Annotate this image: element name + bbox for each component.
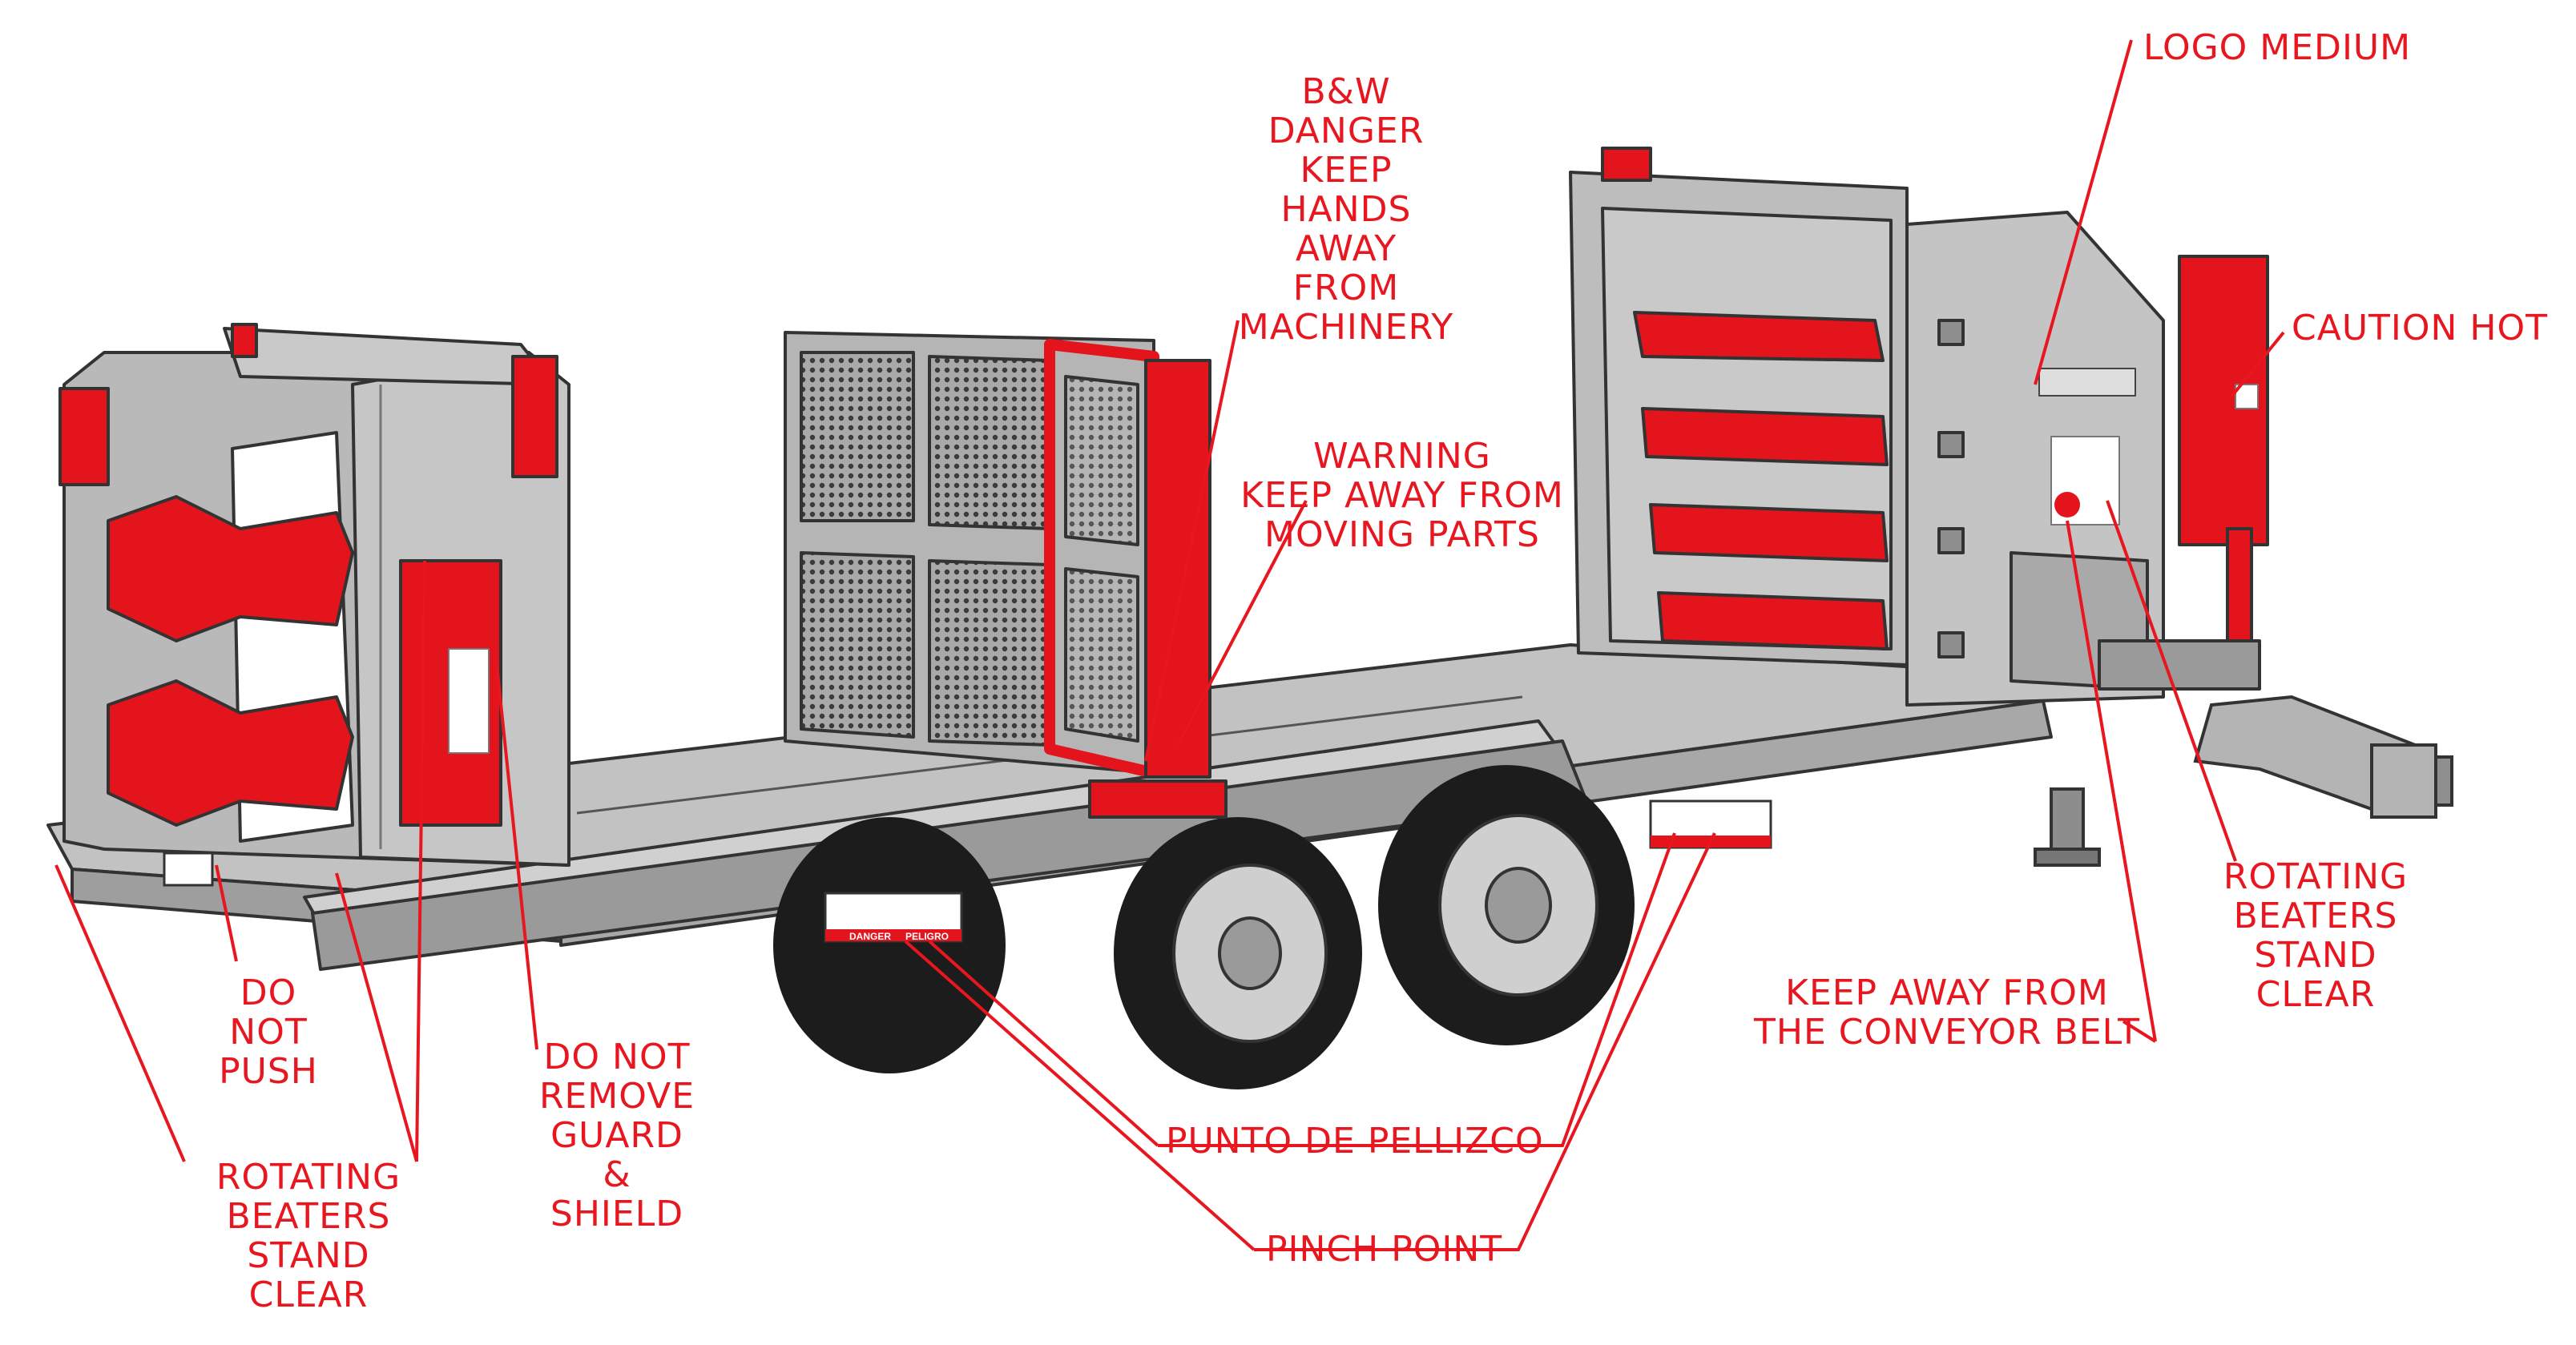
- label-line: THE CONVEYOR BELT: [1754, 1012, 2140, 1053]
- label-line: REMOVE: [538, 1076, 695, 1117]
- label-logo-medium: LOGO MEDIUM: [2143, 28, 2411, 67]
- label-line: DO: [240, 973, 297, 1013]
- left-beater-housing: [58, 323, 570, 867]
- label-rotating-beaters-right: ROTATING BEATERS STAND CLEAR: [2195, 857, 2436, 1014]
- label-line: CLEAR: [248, 1275, 369, 1315]
- label-line: MACHINERY: [1238, 307, 1454, 348]
- label-line: CAUTION HOT: [2292, 308, 2549, 348]
- label-line: MOVING PARTS: [1264, 514, 1540, 555]
- label-line: DO NOT: [543, 1037, 691, 1077]
- label-line: BEATERS: [226, 1196, 391, 1237]
- label-line: HANDS: [1280, 189, 1412, 230]
- label-line: WARNING: [1313, 436, 1491, 477]
- label-bw-danger: B&W DANGER KEEP HANDS AWAY FROM MACHINER…: [1194, 72, 1498, 347]
- label-line: FROM: [1292, 268, 1400, 308]
- label-line: KEEP AWAY FROM: [1240, 475, 1564, 516]
- decal-pinch-left: DANGER PELIGRO: [824, 892, 963, 943]
- label-line: PUSH: [219, 1051, 318, 1092]
- label-line: PINCH POINT: [1266, 1229, 1503, 1270]
- label-line: LOGO MEDIUM: [2143, 27, 2412, 68]
- label-line: PUNTO DE PELLIZCO: [1166, 1121, 1544, 1162]
- label-line: KEEP: [1300, 150, 1393, 191]
- label-line: STAND: [247, 1235, 370, 1276]
- decal-danger-text: DANGER: [849, 931, 891, 942]
- label-keep-away-conveyor: KEEP AWAY FROM THE CONVEYOR BELT: [1739, 973, 2155, 1052]
- decal-peligro-text: PELIGRO: [905, 931, 949, 942]
- label-punto-de-pellizco: PUNTO DE PELLIZCO: [1166, 1122, 1544, 1161]
- label-do-not-push: DO NOT PUSH: [204, 973, 333, 1091]
- label-caution-hot: CAUTION HOT: [2292, 308, 2548, 348]
- right-beater-tower: [1569, 147, 2269, 707]
- leader-lines: [54, 39, 2285, 1251]
- label-line: AWAY: [1295, 228, 1397, 269]
- label-line: NOT: [229, 1012, 308, 1053]
- decal-do-not-push: [163, 852, 214, 887]
- label-pinch-point: PINCH POINT: [1266, 1230, 1502, 1269]
- label-line: KEEP AWAY FROM: [1785, 973, 2109, 1013]
- label-line: DANGER: [1268, 111, 1425, 151]
- label-line: B&W: [1301, 71, 1391, 112]
- label-line: BEATERS: [2233, 896, 2398, 936]
- label-line: SHIELD: [550, 1194, 684, 1234]
- label-line: ROTATING: [2223, 856, 2409, 897]
- label-warning-moving: WARNING KEEP AWAY FROM MOVING PARTS: [1178, 437, 1627, 554]
- label-do-not-remove-guard: DO NOT REMOVE GUARD & SHIELD: [513, 1037, 721, 1234]
- wheel-rear-right: [1114, 817, 1362, 1089]
- label-rotating-beaters-left: ROTATING BEATERS STAND CLEAR: [184, 1158, 433, 1315]
- center-guard: [784, 331, 1228, 819]
- label-line: ROTATING: [216, 1157, 401, 1198]
- wheel-front-right: [1378, 765, 1635, 1045]
- label-line: CLEAR: [2256, 974, 2376, 1015]
- label-line: &: [603, 1154, 631, 1195]
- trailer-hitch: [2034, 695, 2453, 867]
- label-line: GUARD: [550, 1115, 683, 1156]
- wheel-rear-left: [773, 817, 1006, 1073]
- label-line: STAND: [2254, 935, 2377, 976]
